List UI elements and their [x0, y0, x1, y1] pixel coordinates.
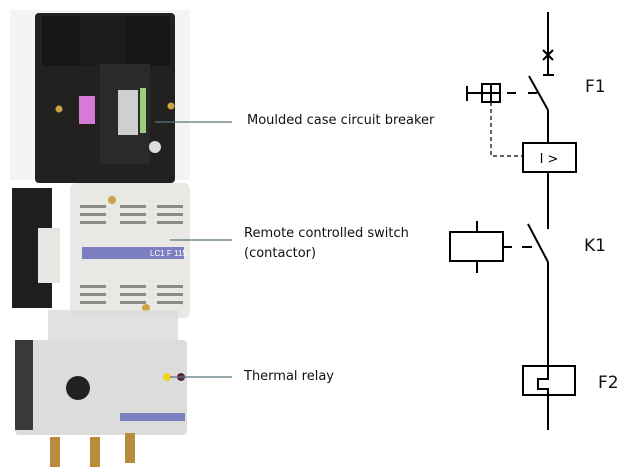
k1-tag: K1 [584, 236, 606, 256]
k1-coil [449, 231, 504, 262]
thermal-element [537, 366, 549, 430]
product-label: LC1 F 115 [150, 249, 187, 258]
f2-tag: F2 [598, 373, 619, 393]
terminals-photo [50, 433, 135, 467]
breaker-label: Moulded case circuit breaker [247, 113, 435, 128]
device-photo: LC1 F 115 [10, 10, 190, 467]
overcurrent-label: I > [540, 152, 559, 167]
f1-tag: F1 [585, 77, 606, 97]
circuit-breaker-photo [35, 13, 175, 183]
overcurrent-box [522, 142, 577, 173]
contactor-label-line2: (contactor) [244, 246, 317, 261]
contactor-photo: LC1 F 115 [12, 183, 190, 318]
f1-switch [528, 75, 549, 111]
leader-lines [155, 121, 232, 378]
schematic [449, 12, 577, 430]
contactor-label-line1: Remote controlled switch [244, 226, 409, 241]
thermal-relay-photo [15, 340, 187, 435]
k1-switch [527, 223, 549, 263]
thermal-relay-label: Thermal relay [244, 369, 334, 384]
